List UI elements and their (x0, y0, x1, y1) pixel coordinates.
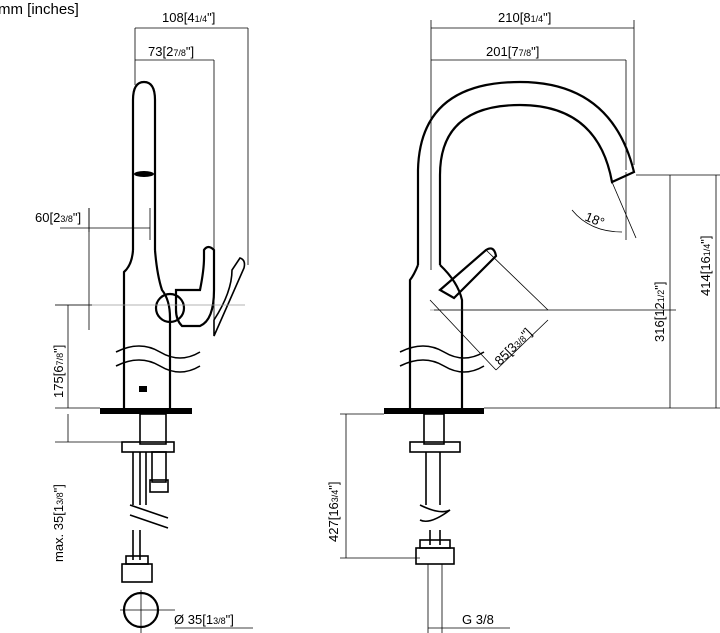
dim-diameter-35-label: Ø 35[13/8"] (174, 612, 234, 627)
svg-text:175[67/8"]: 175[67/8"] (51, 345, 66, 398)
svg-text:max. 35[13/8"]: max. 35[13/8"] (51, 484, 66, 562)
dim-108-label: 108[41/4"] (162, 10, 215, 25)
thread-label: G 3/8 (462, 612, 494, 627)
svg-text:316[121/2"]: 316[121/2"] (652, 281, 667, 342)
dim-angle-label: 18° (583, 209, 607, 230)
svg-text:18°: 18° (583, 209, 607, 230)
dim-210-label: 210[81/4"] (498, 10, 551, 25)
svg-text:73[27/8"]: 73[27/8"] (148, 44, 194, 59)
dim-427-label: 427[163/4"] (326, 481, 341, 542)
front-view (340, 20, 720, 633)
dim-316-label: 316[121/2"] (652, 281, 667, 342)
dim-73-label: 73[27/8"] (148, 44, 194, 59)
side-view (55, 27, 253, 633)
dim-175-label: 175[67/8"] (51, 345, 66, 398)
dim-414-label: 414[161/4"] (698, 235, 713, 296)
dim-max35-label: max. 35[13/8"] (51, 484, 66, 562)
units-label: mm [inches] (0, 1, 79, 18)
svg-text:Ø 35[13/8"]: Ø 35[13/8"] (174, 612, 234, 627)
svg-text:85[33/8"]: 85[33/8"] (492, 325, 535, 368)
dim-85-label: 85[33/8"] (492, 325, 535, 368)
dim-60-label: 60[23/8"] (35, 210, 81, 225)
svg-text:201[77/8"]: 201[77/8"] (486, 44, 539, 59)
svg-text:414[161/4"]: 414[161/4"] (698, 235, 713, 296)
svg-text:210[81/4"]: 210[81/4"] (498, 10, 551, 25)
dim-201-label: 201[77/8"] (486, 44, 539, 59)
svg-text:108[41/4"]: 108[41/4"] (162, 10, 215, 25)
svg-text:427[163/4"]: 427[163/4"] (326, 481, 341, 542)
svg-text:60[23/8"]: 60[23/8"] (35, 210, 81, 225)
